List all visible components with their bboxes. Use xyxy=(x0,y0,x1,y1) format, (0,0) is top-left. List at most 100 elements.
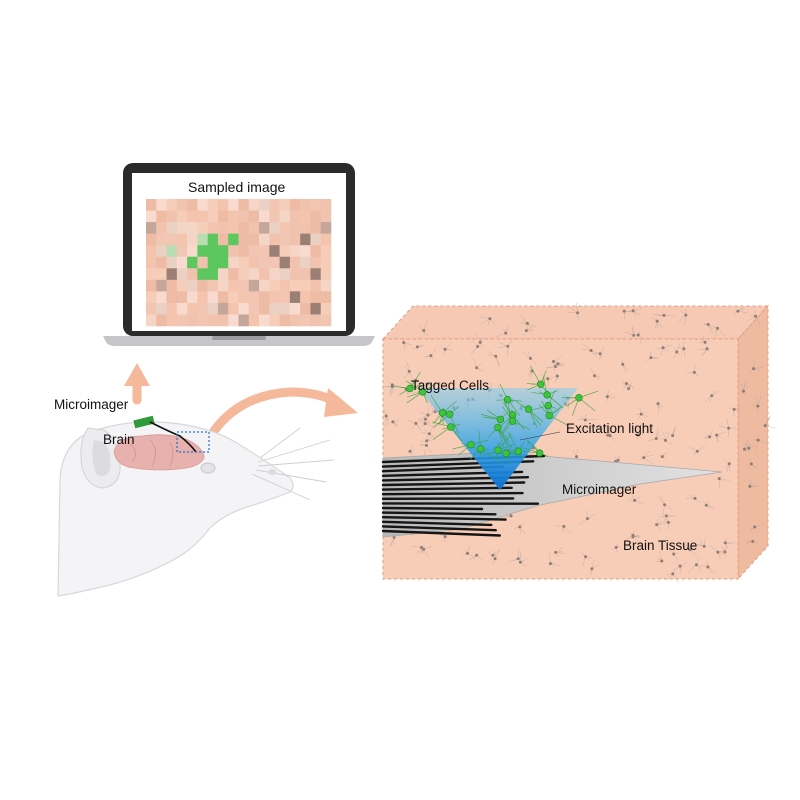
image-pixel xyxy=(289,268,301,281)
tissue-cell xyxy=(546,362,564,369)
image-pixel xyxy=(238,199,250,211)
tissue-cell xyxy=(420,419,435,428)
image-pixel xyxy=(320,302,332,315)
tissue-cell xyxy=(648,428,661,442)
zoom-region-box xyxy=(176,431,210,453)
image-pixel xyxy=(166,245,178,258)
tagged-pixel xyxy=(228,233,239,246)
tissue-cell xyxy=(658,451,668,460)
tagged-cell xyxy=(575,394,583,402)
image-pixel xyxy=(217,302,229,315)
laptop-hinge-notch xyxy=(212,336,266,340)
image-pixel xyxy=(238,256,250,269)
image-pixel xyxy=(156,199,167,211)
image-pixel xyxy=(187,291,198,304)
tissue-cell xyxy=(548,553,561,567)
image-pixel xyxy=(228,210,239,223)
image-pixel xyxy=(217,268,229,281)
image-pixel xyxy=(156,245,167,258)
block-top-face xyxy=(381,305,770,340)
image-pixel xyxy=(207,279,219,292)
image-pixel xyxy=(269,291,280,304)
image-pixel xyxy=(197,199,208,211)
image-pixel xyxy=(176,256,188,269)
image-pixel xyxy=(269,302,280,315)
tissue-cell xyxy=(473,358,485,372)
tissue-cell xyxy=(688,445,706,455)
tissue-cell xyxy=(669,545,679,561)
tagged-cell xyxy=(544,401,553,410)
tissue-cell xyxy=(703,322,713,334)
sampled-image-pixel-grid xyxy=(146,199,332,327)
optical-fiber xyxy=(381,506,484,511)
image-pixel xyxy=(166,199,178,211)
image-pixel xyxy=(176,291,188,304)
image-pixel xyxy=(187,268,198,281)
image-pixel xyxy=(269,199,280,211)
tissue-cell xyxy=(622,309,634,320)
tagged-pixel xyxy=(187,256,198,269)
image-pixel xyxy=(300,245,311,258)
tissue-cell xyxy=(389,534,396,547)
image-pixel xyxy=(166,314,178,327)
label-excitation-light: Excitation light xyxy=(566,421,654,436)
excitation-light-beam xyxy=(418,388,578,490)
image-pixel xyxy=(279,233,291,246)
image-pixel xyxy=(156,291,167,304)
tissue-cell xyxy=(631,304,643,317)
tissue-cell xyxy=(700,561,716,574)
image-pixel xyxy=(176,302,188,315)
image-pixel xyxy=(228,302,239,315)
image-pixel xyxy=(238,314,250,327)
tissue-cell xyxy=(703,500,715,510)
tissue-cell xyxy=(626,531,641,544)
tissue-cell xyxy=(406,419,422,431)
tissue-cell xyxy=(657,495,673,516)
image-pixel xyxy=(310,268,322,281)
tissue-cell xyxy=(655,518,666,530)
tissue-cell xyxy=(611,543,621,553)
tissue-cell xyxy=(403,361,413,381)
tissue-cell xyxy=(580,551,592,567)
image-pixel xyxy=(146,245,157,258)
image-pixel xyxy=(156,233,167,246)
image-pixel xyxy=(248,256,260,269)
image-pixel xyxy=(238,268,250,281)
tissue-cell xyxy=(554,547,566,557)
tissue-cell xyxy=(753,434,766,451)
image-pixel xyxy=(176,199,188,211)
mouse-whiskers xyxy=(251,427,335,501)
image-pixel xyxy=(310,314,322,327)
image-pixel xyxy=(197,256,208,269)
image-pixel xyxy=(320,268,332,281)
image-pixel xyxy=(259,279,270,292)
image-pixel xyxy=(187,302,198,315)
tissue-cell xyxy=(462,545,473,557)
tissue-cell xyxy=(657,344,672,356)
image-pixel xyxy=(166,222,178,234)
image-pixel xyxy=(289,222,301,234)
image-pixel xyxy=(289,245,301,258)
image-pixel xyxy=(197,233,208,246)
tissue-cell xyxy=(709,325,726,339)
image-pixel xyxy=(279,199,291,211)
image-pixel xyxy=(238,233,250,246)
tissue-cell xyxy=(590,367,601,381)
image-pixel xyxy=(166,302,178,315)
image-pixel xyxy=(279,314,291,327)
tissue-cell xyxy=(740,380,750,393)
image-pixel xyxy=(310,302,322,315)
arrow-up-to-laptop xyxy=(124,363,150,405)
optical-fiber xyxy=(381,491,524,496)
image-pixel xyxy=(197,279,208,292)
tissue-cell xyxy=(659,514,676,522)
image-pixel xyxy=(300,199,311,211)
image-pixel xyxy=(248,210,260,223)
image-pixel xyxy=(228,268,239,281)
tissue-cell xyxy=(475,334,485,347)
image-pixel xyxy=(269,210,280,223)
image-pixel xyxy=(248,268,260,281)
image-pixel xyxy=(279,256,291,269)
image-pixel xyxy=(207,199,219,211)
